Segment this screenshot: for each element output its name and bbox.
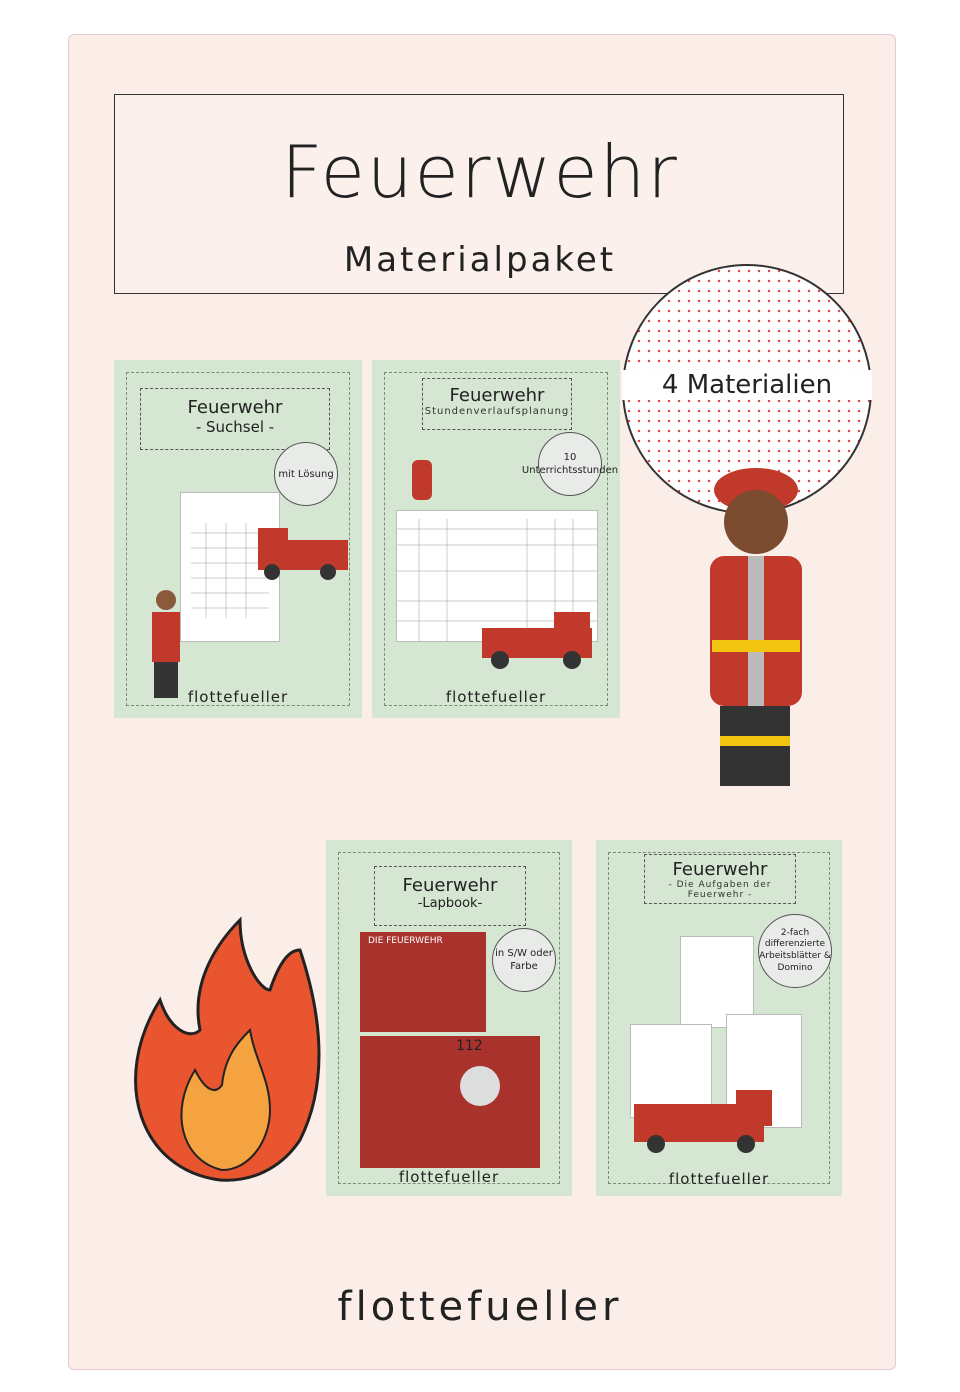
lapbook-photo-bottom: 112: [360, 1036, 540, 1168]
card-stundenverlaufsplanung: Feuerwehr Stundenverlaufsplanung 10 Unte…: [372, 360, 620, 718]
card-suchsel: Feuerwehr - Suchsel - mit Lösung flottef…: [114, 360, 362, 718]
card-illustrations: [634, 1090, 772, 1153]
card-title: Feuerwehr: [187, 397, 283, 418]
lapbook-number: 112: [456, 1038, 483, 1054]
card-label-box: Feuerwehr - Suchsel -: [140, 388, 330, 450]
flame-illustration: [134, 916, 321, 1182]
wordsearch-grid: [191, 523, 269, 618]
plan-table-grid: [397, 519, 597, 641]
card-footer: flottefueller: [445, 688, 547, 706]
card-title: Feuerwehr: [672, 859, 768, 880]
card-border: [608, 852, 830, 1184]
fire-truck-illustration: [482, 612, 592, 669]
card-circle-label: mit Lösung: [274, 442, 338, 506]
card-footer: flottefueller: [187, 688, 289, 706]
card-label-box: Feuerwehr - Die Aufgaben der Feuerwehr -: [644, 854, 796, 904]
card-border: [126, 372, 350, 706]
card-label-box: Feuerwehr Stundenverlaufsplanung: [422, 378, 572, 430]
card-circle-label: in S/W oder Farbe: [492, 928, 556, 992]
card-illustrations: [412, 460, 592, 669]
card-subtitle: Stundenverlaufsplanung: [424, 406, 570, 417]
card-aufgaben: Feuerwehr - Die Aufgaben der Feuerwehr -…: [596, 840, 842, 1196]
card-footer: flottefueller: [398, 1168, 500, 1186]
card-subtitle: -Lapbook-: [417, 896, 483, 911]
card-title: Feuerwehr: [402, 875, 498, 896]
card-lapbook: Feuerwehr -Lapbook- in S/W oder Farbe DI…: [326, 840, 572, 1196]
card-circle-label: 2-fach differenzierte Arbeitsblätter & D…: [758, 914, 832, 988]
card-border: [384, 372, 608, 706]
fire-truck-illustration: [258, 528, 348, 580]
brand-footer: flottefueller: [337, 1284, 623, 1330]
card-subtitle: - Suchsel -: [195, 418, 275, 436]
fire-truck-illustration: [634, 1090, 772, 1153]
card-border: [338, 852, 560, 1184]
card-footer: flottefueller: [668, 1170, 770, 1188]
lapbook-photo-top: DIE FEUERWEHR: [360, 932, 486, 1032]
card-title: Feuerwehr: [449, 385, 545, 406]
page-title: Feuerwehr: [281, 130, 679, 214]
title-box: [114, 94, 844, 294]
card-label-box: Feuerwehr -Lapbook-: [374, 866, 526, 926]
materials-badge-label: 4 Materialien: [622, 370, 872, 400]
firefighter-big: [710, 468, 802, 786]
fire-extinguisher-illustration: [412, 460, 432, 500]
card-circle-label: 10 Unterrichtsstunden: [522, 432, 618, 496]
lapbook-heading: DIE FEUERWEHR: [368, 936, 443, 946]
firefighter-illustration: [152, 590, 180, 698]
worksheet-thumbnail: [680, 936, 754, 1028]
card-subtitle: - Die Aufgaben der Feuerwehr -: [668, 880, 772, 900]
card-illustrations: [152, 528, 348, 698]
page-subtitle: Materialpaket: [343, 240, 617, 280]
worksheet-thumbnail: [630, 1024, 712, 1118]
lapbook-dial: [460, 1066, 500, 1106]
